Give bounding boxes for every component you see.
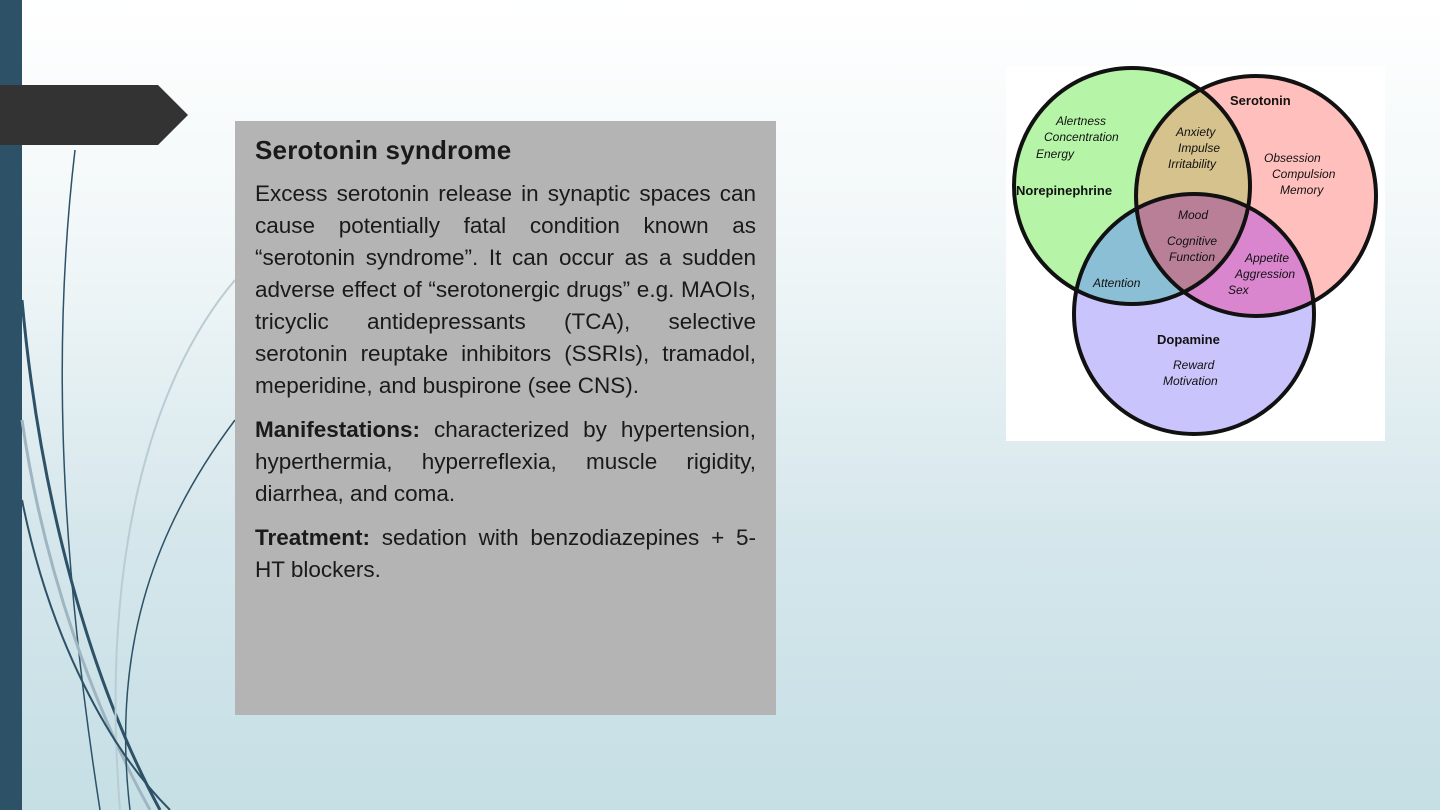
5ht-da-item-1: Appetite: [1244, 251, 1289, 265]
decorative-curves: [20, 149, 236, 810]
center-item-3: Function: [1169, 250, 1215, 264]
card-title: Serotonin syndrome: [255, 135, 512, 165]
da-item-2: Motivation: [1163, 374, 1218, 388]
ne-5ht-item-3: Irritability: [1168, 157, 1217, 171]
treatment-paragraph: Treatment: sedation with benzodiazepines…: [255, 522, 756, 586]
5ht-da-item-2: Aggression: [1234, 267, 1295, 281]
center-item-2: Cognitive: [1167, 234, 1217, 248]
ne-5ht-item-1: Anxiety: [1175, 125, 1216, 139]
ne-da-item-1: Attention: [1092, 276, 1141, 290]
dopamine-label: Dopamine: [1157, 332, 1220, 347]
title-arrow-tab: [0, 85, 188, 145]
manifestations-label: Manifestations:: [255, 417, 421, 442]
manifestations-text: characterized by hypertension, hyperther…: [255, 417, 756, 506]
5ht-item-1: Obsession: [1264, 151, 1321, 165]
ne-item-2: Concentration: [1044, 130, 1119, 144]
ne-5ht-item-2: Impulse: [1178, 141, 1220, 155]
ne-dopamine-overlap: [1074, 194, 1250, 304]
left-accent-bar: [0, 0, 22, 810]
manifestations-paragraph: Manifestations: characterized by hyperte…: [255, 414, 756, 510]
norepinephrine-label: Norepinephrine: [1016, 183, 1112, 198]
card-intro-paragraph: Excess serotonin release in synaptic spa…: [255, 181, 756, 398]
5ht-item-2: Compulsion: [1272, 167, 1336, 181]
center-item-1: Mood: [1178, 208, 1208, 222]
da-item-1: Reward: [1173, 358, 1215, 372]
treatment-label: Treatment:: [255, 525, 371, 550]
serotonin-syndrome-card: Serotonin syndrome Excess serotonin rele…: [235, 121, 776, 715]
ne-item-1: Alertness: [1055, 114, 1106, 128]
5ht-item-3: Memory: [1280, 183, 1324, 197]
neurotransmitter-venn-diagram: Alertness Concentration Energy Norepinep…: [1006, 66, 1385, 441]
serotonin-label: Serotonin: [1230, 93, 1291, 108]
5ht-da-item-3: Sex: [1228, 283, 1250, 297]
treatment-text: sedation with benzodiazepines + 5-HT blo…: [255, 525, 756, 582]
ne-item-3: Energy: [1036, 147, 1075, 161]
